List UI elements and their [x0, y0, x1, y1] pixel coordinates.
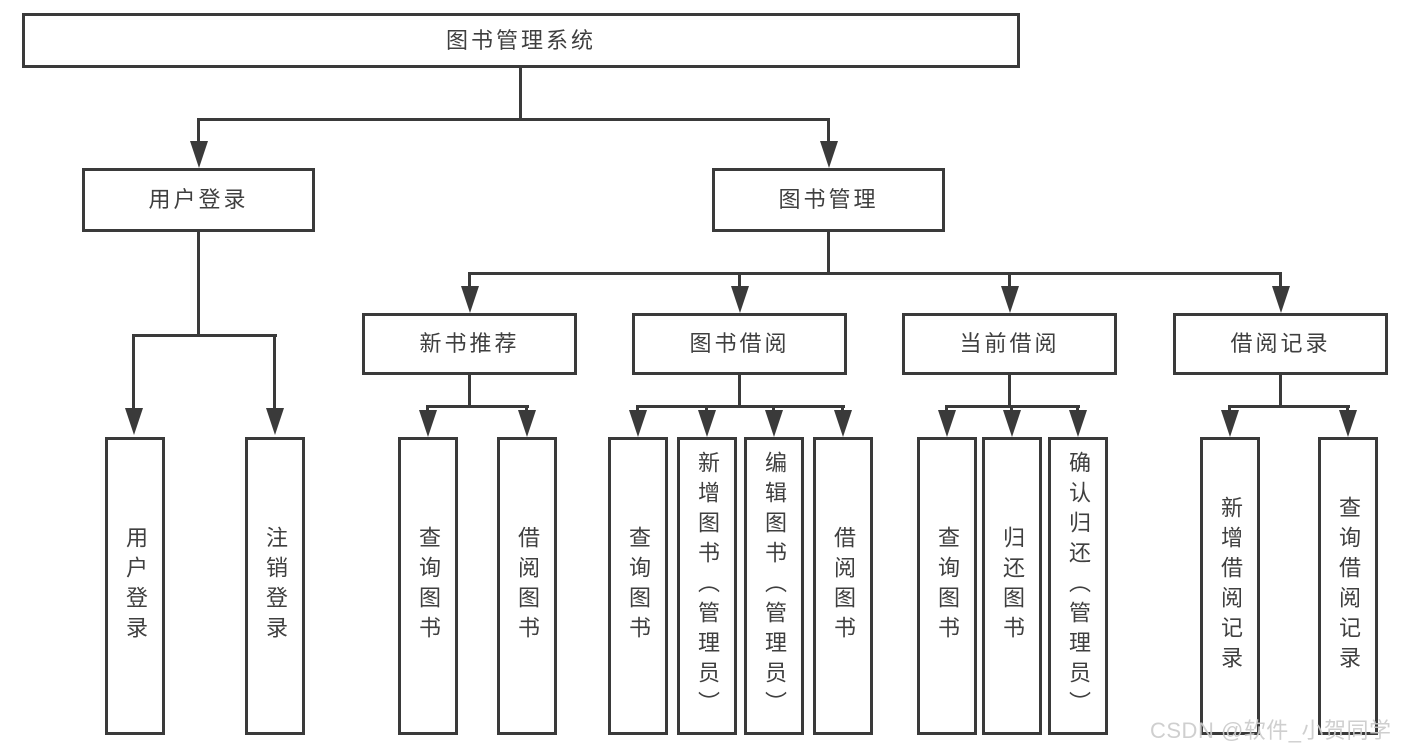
- leaf-query-borrow-record: 查询借阅记录: [1318, 437, 1378, 735]
- connector-line: [827, 232, 830, 272]
- connector-line: [705, 405, 708, 412]
- connector-line: [426, 405, 429, 412]
- connector-line: [197, 232, 200, 334]
- arrow-down-icon: [419, 410, 437, 437]
- connector-line: [468, 272, 1282, 275]
- connector-line: [132, 334, 135, 408]
- connector-line: [636, 405, 845, 408]
- arrow-down-icon: [190, 141, 208, 168]
- arrow-down-icon: [820, 141, 838, 168]
- connector-line: [132, 334, 277, 337]
- arrow-down-icon: [1001, 286, 1019, 313]
- connector-line: [1076, 405, 1079, 412]
- leaf-edit-book-admin: 编辑图书（管理员）: [744, 437, 804, 735]
- arrow-down-icon: [1069, 410, 1087, 437]
- arrow-down-icon: [834, 410, 852, 437]
- connector-line: [1228, 405, 1350, 408]
- arrow-down-icon: [1272, 286, 1290, 313]
- arrow-down-icon: [266, 408, 284, 435]
- arrow-down-icon: [731, 286, 749, 313]
- connector-line: [525, 405, 528, 412]
- arrow-down-icon: [125, 408, 143, 435]
- arrow-down-icon: [938, 410, 956, 437]
- arrow-down-icon: [461, 286, 479, 313]
- leaf-user-login: 用户登录: [105, 437, 165, 735]
- connector-line: [197, 118, 830, 121]
- node-user-login: 用户登录: [82, 168, 315, 232]
- connector-line: [841, 405, 844, 412]
- leaf-query-book-current: 查询图书: [917, 437, 977, 735]
- arrow-down-icon: [629, 410, 647, 437]
- connector-line: [426, 405, 529, 408]
- arrow-down-icon: [765, 410, 783, 437]
- connector-line: [1010, 405, 1013, 412]
- connector-line: [636, 405, 639, 412]
- leaf-borrow-book: 借阅图书: [813, 437, 873, 735]
- connector-line: [738, 272, 741, 287]
- csdn-watermark: CSDN @软件_小贺同学: [1150, 718, 1392, 743]
- arrow-down-icon: [698, 410, 716, 437]
- connector-line: [519, 68, 522, 118]
- connector-line: [1346, 405, 1349, 412]
- connector-line: [827, 118, 830, 142]
- leaf-return-book: 归还图书: [982, 437, 1042, 735]
- arrow-down-icon: [1339, 410, 1357, 437]
- node-book-management: 图书管理: [712, 168, 945, 232]
- connector-line: [1279, 272, 1282, 287]
- leaf-borrow-book-recommend: 借阅图书: [497, 437, 557, 735]
- node-root-library-system: 图书管理系统: [22, 13, 1020, 68]
- connector-line: [772, 405, 775, 412]
- leaf-confirm-return-admin: 确认归还（管理员）: [1048, 437, 1108, 735]
- leaf-logout: 注销登录: [245, 437, 305, 735]
- connector-line: [468, 375, 471, 405]
- arrow-down-icon: [1221, 410, 1239, 437]
- node-borrow-record: 借阅记录: [1173, 313, 1388, 375]
- connector-line: [738, 375, 741, 405]
- connector-line: [1279, 375, 1282, 405]
- arrow-down-icon: [1003, 410, 1021, 437]
- connector-line: [197, 118, 200, 142]
- connector-line: [1008, 375, 1011, 405]
- arrow-down-icon: [518, 410, 536, 437]
- node-new-book-recommend: 新书推荐: [362, 313, 577, 375]
- node-book-borrow: 图书借阅: [632, 313, 847, 375]
- leaf-add-borrow-record: 新增借阅记录: [1200, 437, 1260, 735]
- leaf-query-book-recommend: 查询图书: [398, 437, 458, 735]
- connector-line: [273, 334, 276, 408]
- leaf-query-book-borrow: 查询图书: [608, 437, 668, 735]
- connector-line: [1228, 405, 1231, 412]
- leaf-add-book-admin: 新增图书（管理员）: [677, 437, 737, 735]
- connector-line: [945, 405, 948, 412]
- node-current-borrow: 当前借阅: [902, 313, 1117, 375]
- connector-line: [1008, 272, 1011, 287]
- connector-line: [468, 272, 471, 287]
